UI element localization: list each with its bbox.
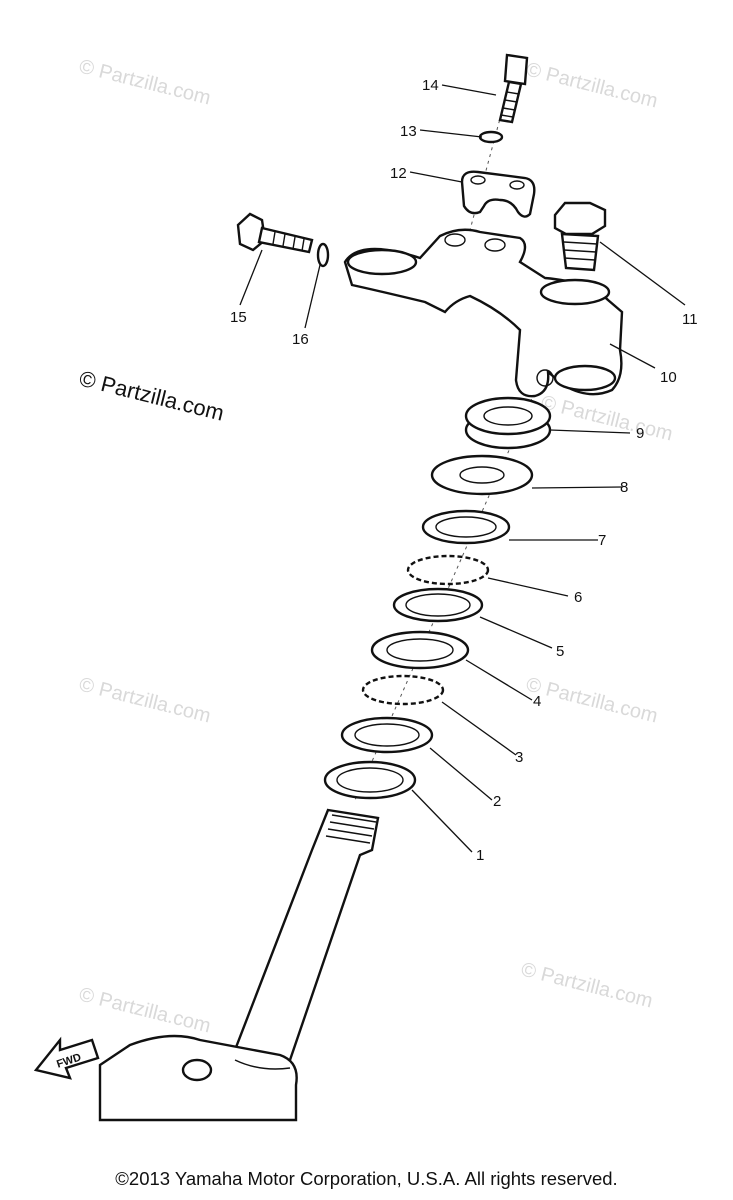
watermark-top-left: © Partzilla.com [77,56,213,110]
callout-6: 6 [574,589,582,606]
part-4-ball-race [370,630,470,670]
watermark-bottom-left: © Partzilla.com [77,984,213,1038]
part-12-handlebar-holder [460,170,536,218]
callout-7: 7 [598,532,606,549]
part-10-under-bracket [343,228,624,398]
watermark-bottom-right: © Partzilla.com [519,959,655,1013]
svg-text:© Partzilla.com: © Partzilla.com [77,56,213,110]
part-3-ball-bearing [361,674,445,706]
svg-text:© Partzilla.com: © Partzilla.com [524,59,660,113]
part-8-washer [430,454,534,496]
part-7-ball-race [421,509,511,545]
watermark-mid-right: © Partzilla.com [539,392,675,446]
steering-stem [98,808,380,1122]
svg-text:© Partzilla.com: © Partzilla.com [519,959,655,1013]
part-2-ball-race [340,716,434,754]
part-15-bolt [236,212,314,254]
watermark-lower-right: © Partzilla.com [524,674,660,728]
svg-text:© Partzilla.com: © Partzilla.com [539,392,675,446]
copyright-notice: ©2013 Yamaha Motor Corporation, U.S.A. A… [115,1168,618,1189]
part-13-washer [478,130,504,144]
watermark-main: © Partzilla.com [77,366,227,426]
svg-text:© Partzilla.com: © Partzilla.com [77,366,227,426]
part-11-stem-bolt [553,201,607,272]
svg-text:© Partzilla.com: © Partzilla.com [77,674,213,728]
callout-4: 4 [533,693,541,710]
part-5-ball-race [392,587,484,623]
svg-text:© Partzilla.com: © Partzilla.com [77,984,213,1038]
callout-16: 16 [292,331,309,348]
part-9-ring-nut [464,396,552,450]
part-14-bolt [498,53,529,124]
callout-13: 13 [400,123,417,140]
callout-2: 2 [493,793,501,810]
part-16-washer [316,242,330,268]
callout-8: 8 [620,479,628,496]
callout-11: 11 [682,311,698,328]
watermark-lower-left: © Partzilla.com [77,674,213,728]
part-6-ball-bearing [406,554,490,586]
callout-10: 10 [660,369,677,386]
callout-5: 5 [556,643,564,660]
leader-lines [239,84,686,853]
fwd-arrow-icon: FWD [33,1036,100,1080]
callout-9: 9 [636,425,644,442]
callout-15: 15 [230,309,247,326]
callout-12: 12 [390,165,407,182]
svg-text:© Partzilla.com: © Partzilla.com [524,674,660,728]
callout-3: 3 [515,749,523,766]
callout-14: 14 [422,77,439,94]
watermark-top-right: © Partzilla.com [524,59,660,113]
callout-1: 1 [476,847,484,864]
part-1-dust-seal [323,760,417,800]
